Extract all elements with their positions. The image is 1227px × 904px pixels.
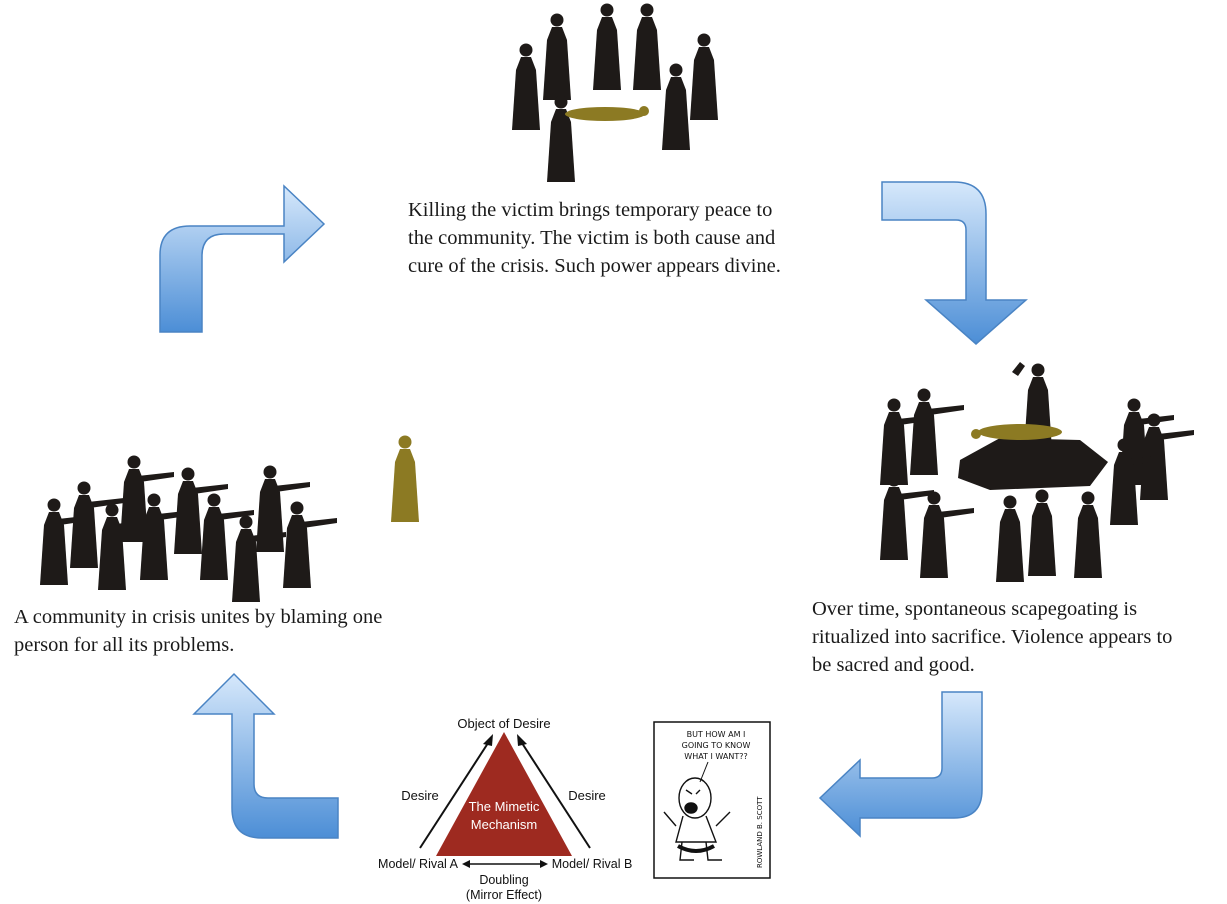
- right-scene-silhouettes: [880, 362, 1194, 582]
- altar-stone: [958, 438, 1108, 490]
- top-scene-silhouettes: [512, 3, 718, 182]
- triangle-base-line-2: (Mirror Effect): [466, 888, 542, 902]
- cartoon-kid: [663, 777, 731, 861]
- top-scene-victim: [565, 106, 649, 121]
- triangle-center-line-2: Mechanism: [471, 817, 537, 832]
- triangle-right-edge-label: Desire: [568, 788, 606, 803]
- caption-right-line-3: be sacred and good.: [812, 654, 975, 676]
- caption-top-line-3: cure of the crisis. Such power appears d…: [408, 255, 781, 277]
- caption-top-line-1: Killing the victim brings temporary peac…: [408, 199, 773, 221]
- cycle-arrow-top-left: [159, 184, 326, 333]
- caption-right: Over time, spontaneous scapegoating is r…: [812, 595, 1227, 679]
- triangle-apex-label: Object of Desire: [457, 716, 550, 731]
- caption-top-line-2: the community. The victim is both cause …: [408, 227, 776, 249]
- caption-right-line-1: Over time, spontaneous scapegoating is: [812, 598, 1138, 620]
- triangle-bottom-left-label: Model/ Rival A: [378, 857, 459, 871]
- cartoon-panel: BUT HOW AM I GOING TO KNOW WHAT I WANT??…: [653, 721, 771, 879]
- cartoon-speech-line-3: WHAT I WANT??: [684, 752, 747, 761]
- cartoon-signature: ROWLAND B. SCOTT: [756, 796, 764, 868]
- triangle-bottom-right-label: Model/ Rival B: [552, 857, 633, 871]
- cycle-arrow-bottom-right: [818, 691, 983, 838]
- cycle-arrow-bottom-left: [192, 672, 339, 839]
- left-scene-silhouettes: [40, 455, 337, 602]
- caption-left-line-1: A community in crisis unites by blaming …: [14, 606, 383, 628]
- triangle-center-line-1: The Mimetic: [469, 799, 540, 814]
- cycle-arrow-top-right: [881, 181, 1028, 345]
- triangle-base-line-1: Doubling: [479, 873, 528, 887]
- caption-top: Killing the victim brings temporary peac…: [408, 196, 848, 280]
- left-scene-victim: [391, 435, 419, 522]
- caption-left: A community in crisis unites by blaming …: [14, 603, 454, 659]
- mimetic-triangle: Object of Desire The Mimetic Mechanism D…: [378, 716, 632, 902]
- caption-right-line-2: ritualized into sacrifice. Violence appe…: [812, 626, 1173, 648]
- caption-left-line-2: person for all its problems.: [14, 634, 235, 656]
- triangle-left-edge-label: Desire: [401, 788, 439, 803]
- right-scene-victim: [971, 424, 1062, 440]
- cartoon-speech-line-2: GOING TO KNOW: [682, 741, 751, 750]
- cartoon-speech-line-1: BUT HOW AM I: [687, 730, 746, 739]
